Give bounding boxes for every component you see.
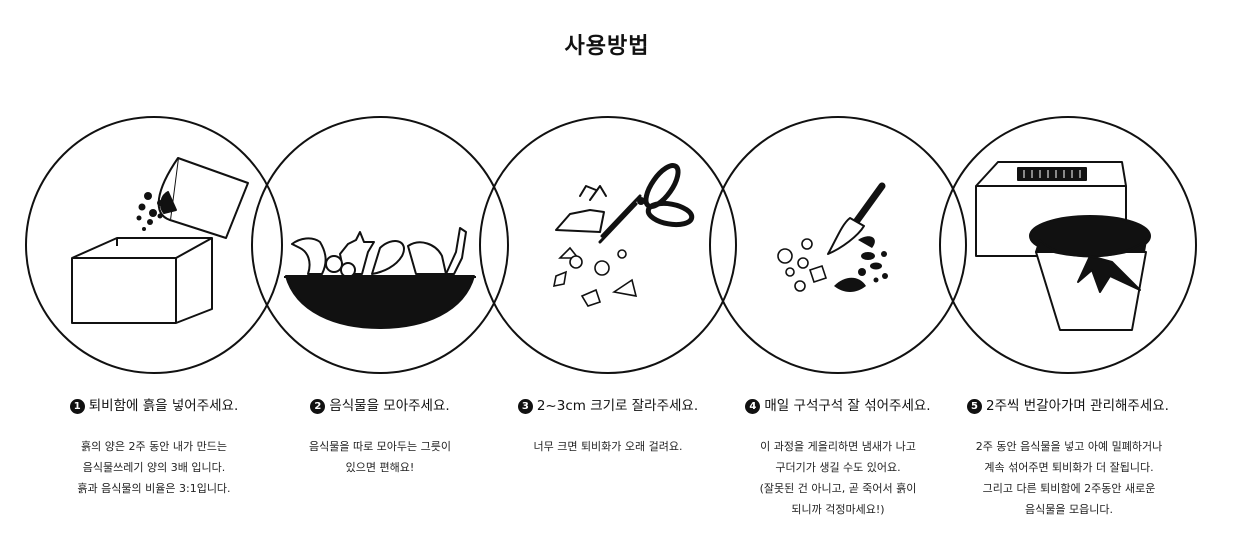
step-4-title-text: 매일 구석구석 잘 섞어주세요. [764, 398, 931, 414]
step-5-desc-line: 2주 동안 음식물을 넣고 아예 밀폐하거나 [975, 440, 1163, 453]
trowel-icon [827, 182, 886, 255]
soil-box-icon [71, 157, 249, 324]
step-2-circle [251, 116, 509, 374]
mixed-soil-icon [777, 236, 888, 292]
step-4-desc-line: (잘못된 건 아니고, 곧 죽어서 흙이 [759, 482, 917, 495]
step-1-desc-line: 흙의 양은 2주 동안 내가 만드는 [81, 440, 227, 453]
step-1-number: 1 [69, 399, 85, 414]
step-4-number: 4 [745, 399, 761, 414]
step-4-circle [709, 116, 967, 374]
step-5-title-text: 2주씩 번갈아가며 관리해주세요. [986, 398, 1169, 414]
food-bowl-icon [284, 227, 476, 329]
step-5-description: 2주 동안 음식물을 넣고 아예 밀폐하거나 계속 섞어주면 퇴비화가 더 잘됩… [944, 436, 1194, 520]
step-3-number: 3 [517, 399, 533, 414]
step-4-description: 이 과정을 게을리하면 냄새가 나고 구더기가 생길 수도 있어요. (잘못된 … [718, 436, 958, 520]
step-1-circle [25, 116, 283, 374]
step-3-circle [479, 116, 737, 374]
step-1-desc-line: 음식물쓰레기 양의 3배 입니다. [82, 461, 226, 474]
step-2-title-text: 음식물을 모아주세요. [329, 398, 450, 414]
step-3-title-text: 2~3cm 크기로 잘라주세요. [536, 398, 699, 414]
scissors-icon [555, 163, 695, 244]
step-1-desc-line: 흙과 음식물의 비율은 3:1입니다. [77, 482, 231, 495]
step-5-circle [939, 116, 1197, 374]
page-title: 사용방법 [564, 34, 650, 59]
step-3-description: 너무 크면 퇴비화가 오래 걸려요. [488, 436, 728, 457]
step-1-description: 흙의 양은 2주 동안 내가 만드는 음식물쓰레기 양의 3배 입니다. 흙과 … [34, 436, 274, 499]
step-2-description: 음식물을 따로 모아두는 그릇이 있으면 편해요! [260, 436, 500, 478]
step-4-desc-line: 되니까 걱정마세요!) [791, 503, 885, 516]
soil-particles-icon [136, 192, 163, 231]
step-1-title-text: 퇴비함에 흙을 넣어주세요. [88, 398, 239, 414]
step-5-desc-line: 음식물을 모읍니다. [1025, 503, 1113, 516]
step-4-desc-line: 이 과정을 게을리하면 냄새가 나고 [760, 440, 916, 453]
step-2-desc-line: 음식물을 따로 모아두는 그릇이 [308, 440, 452, 453]
step-2-desc-line: 있으면 편해요! [345, 461, 415, 474]
step-2-number: 2 [310, 399, 326, 414]
step-5-number: 5 [967, 399, 983, 414]
step-3-desc-line: 너무 크면 퇴비화가 오래 걸려요. [533, 440, 683, 453]
step-5-desc-line: 그리고 다른 퇴비함에 2주동안 새로운 [982, 482, 1156, 495]
step-5-desc-line: 계속 섞어주면 퇴비화가 더 잘됩니다. [984, 461, 1154, 474]
cut-scraps-icon [552, 246, 638, 307]
step-4-desc-line: 구더기가 생길 수도 있어요. [775, 461, 901, 474]
compost-bins-icon [975, 161, 1151, 331]
